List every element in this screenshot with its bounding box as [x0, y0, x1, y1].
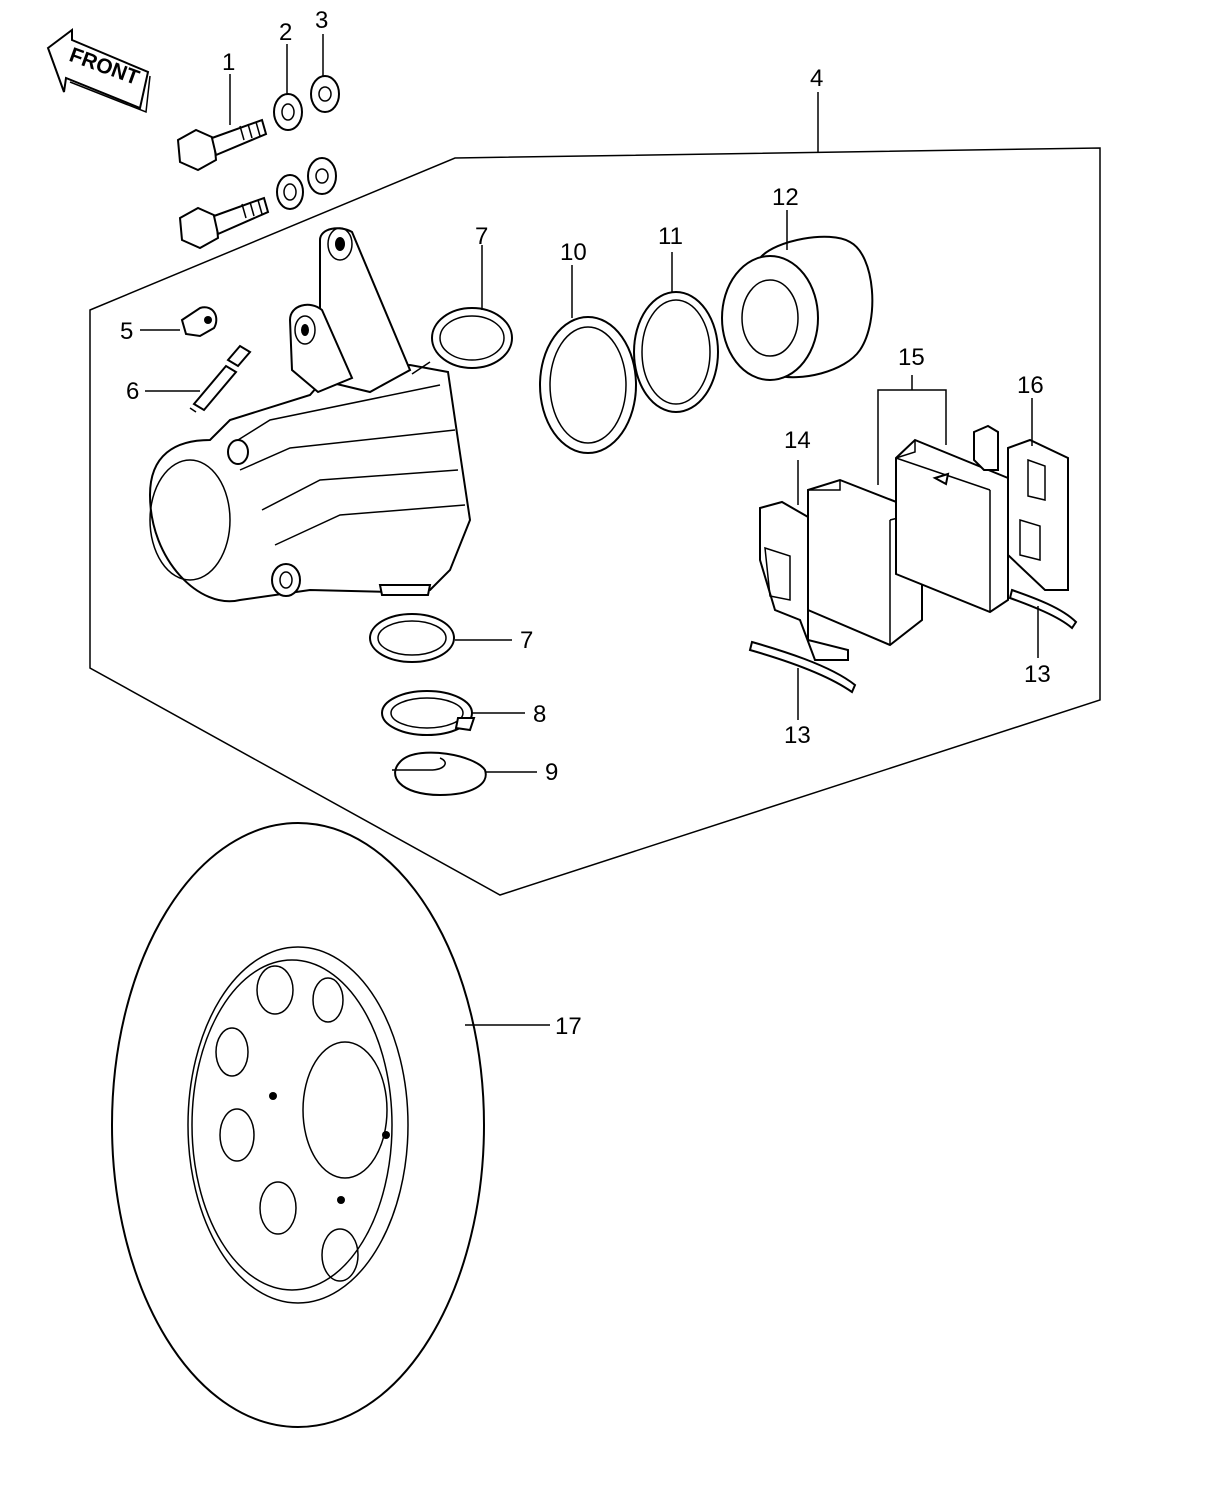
- piston-seal-lower: [369, 613, 455, 663]
- callout-5: 5: [120, 318, 133, 345]
- lock-washer-lower: [276, 174, 304, 210]
- callout-17: 17: [555, 1013, 582, 1040]
- brake-pad-inner: [807, 478, 923, 647]
- anti-rattle-spring-left: [748, 640, 857, 694]
- bleeder-valve: [189, 344, 252, 413]
- dust-seal: [539, 316, 637, 454]
- callout-8: 8: [533, 701, 546, 728]
- callout-2: 2: [279, 19, 292, 46]
- callout-9: 9: [545, 759, 558, 786]
- lock-washer-upper: [273, 93, 303, 131]
- pad-spring: [973, 424, 1069, 591]
- anti-rattle-spring-right: [1008, 588, 1078, 630]
- piston-seal-upper: [431, 307, 513, 369]
- callout-13-left: 13: [784, 722, 811, 749]
- brake-disc: [111, 822, 485, 1428]
- brake-pad-outer: [895, 438, 1009, 614]
- callout-11: 11: [658, 223, 683, 250]
- piston-ring-seal: [633, 291, 719, 413]
- callout-13-right: 13: [1024, 661, 1051, 688]
- caliper-piston: [721, 235, 874, 381]
- callout-14: 14: [784, 427, 811, 454]
- callout-1: 1: [222, 49, 235, 76]
- bleeder-cap: [180, 306, 218, 338]
- caliper-body: [148, 227, 472, 603]
- callout-15: 15: [898, 344, 925, 371]
- callout-labels: 1 2 3 4 5 6 7 7 8 9 10 11 12 13 13 14 15…: [120, 7, 1051, 1040]
- mounting-bolt-lower: [178, 196, 270, 250]
- callout-12: 12: [772, 184, 799, 211]
- callout-3: 3: [315, 7, 328, 34]
- callout-10: 10: [560, 239, 587, 266]
- callout-6: 6: [126, 378, 139, 405]
- callout-7-upper: 7: [475, 223, 488, 250]
- mounting-bolt-upper: [176, 118, 268, 172]
- retaining-clip: [392, 751, 487, 797]
- retaining-washer: [381, 690, 476, 736]
- flat-washer-upper: [310, 75, 340, 113]
- caliper-assembly-outline: [89, 147, 1101, 896]
- callout-4: 4: [810, 65, 823, 92]
- callout-16: 16: [1017, 372, 1044, 399]
- flat-washer-lower: [307, 157, 337, 195]
- callout-7-lower: 7: [520, 627, 533, 654]
- front-arrow: FRONT: [46, 28, 151, 114]
